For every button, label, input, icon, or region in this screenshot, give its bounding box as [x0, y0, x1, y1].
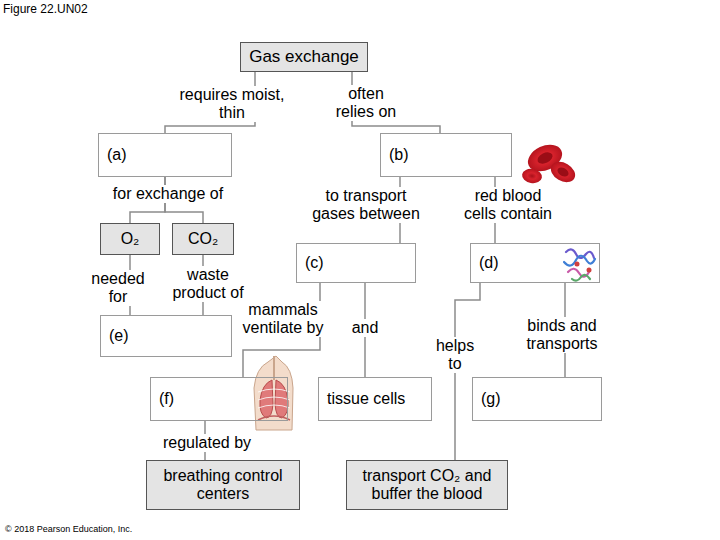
edge-label: helps to — [432, 337, 478, 373]
concept-box: O₂ — [100, 223, 160, 255]
red-blood-cell — [521, 167, 543, 184]
topic-box: Gas exchange — [240, 42, 368, 72]
edge-label: often relies on — [326, 85, 406, 121]
node-text: (b) — [389, 146, 409, 164]
node-text: CO₂ — [188, 230, 218, 248]
blank-box: (b) — [380, 133, 512, 177]
concept-box: transport CO₂ and buffer the blood — [346, 460, 508, 510]
blank-box: (a) — [98, 133, 232, 177]
blank-box: (g) — [472, 377, 602, 421]
rib — [258, 397, 290, 400]
blank-box: (d) — [470, 243, 600, 283]
node-text: (c) — [305, 254, 324, 272]
cell-center — [556, 166, 570, 179]
rib — [258, 405, 290, 408]
concept-box: CO₂ — [172, 223, 234, 255]
edge-label: requires moist, thin — [177, 86, 287, 122]
edge-label: to transport gases between — [306, 187, 426, 223]
node-text: breathing control centers — [153, 467, 293, 504]
red-blood-cell — [547, 158, 579, 187]
concept-box: tissue cells — [318, 377, 432, 421]
node-text: (a) — [107, 146, 127, 164]
blank-box: (f) — [150, 377, 288, 421]
edge-label: regulated by — [157, 434, 257, 452]
edge-label: mammals ventilate by — [233, 301, 333, 337]
edge-label: and — [347, 319, 383, 337]
edge-label: for exchange of — [103, 185, 233, 203]
edge-label: needed for — [88, 270, 148, 306]
edge-label: red blood cells contain — [458, 187, 558, 223]
hemoglobin-molecule — [564, 249, 595, 280]
node-text: Gas exchange — [249, 47, 359, 67]
edge-label: binds and transports — [517, 317, 607, 353]
heme-group — [587, 268, 592, 273]
node-text: (g) — [481, 390, 501, 408]
diaphragm — [258, 416, 290, 420]
heme-group — [575, 262, 580, 267]
node-text: tissue cells — [327, 390, 405, 408]
edge-label: waste product of — [166, 266, 250, 302]
node-text: (d) — [479, 254, 499, 272]
protein-chain — [572, 275, 590, 281]
blank-box: (c) — [296, 243, 416, 283]
concept-box: breathing control centers — [146, 460, 300, 510]
protein-chain — [564, 256, 595, 266]
cell-center — [536, 150, 555, 166]
rib — [258, 389, 290, 392]
node-text: (f) — [159, 390, 174, 408]
copyright-note: © 2018 Pearson Education, Inc. — [5, 524, 132, 534]
ribs — [258, 389, 290, 408]
red-blood-cells — [521, 140, 579, 187]
node-text: (e) — [109, 327, 129, 345]
blank-box: (e) — [100, 315, 232, 357]
node-text: O₂ — [121, 230, 140, 248]
figure-title: Figure 22.UN02 — [3, 2, 88, 16]
node-text: transport CO₂ and buffer the blood — [353, 467, 501, 504]
